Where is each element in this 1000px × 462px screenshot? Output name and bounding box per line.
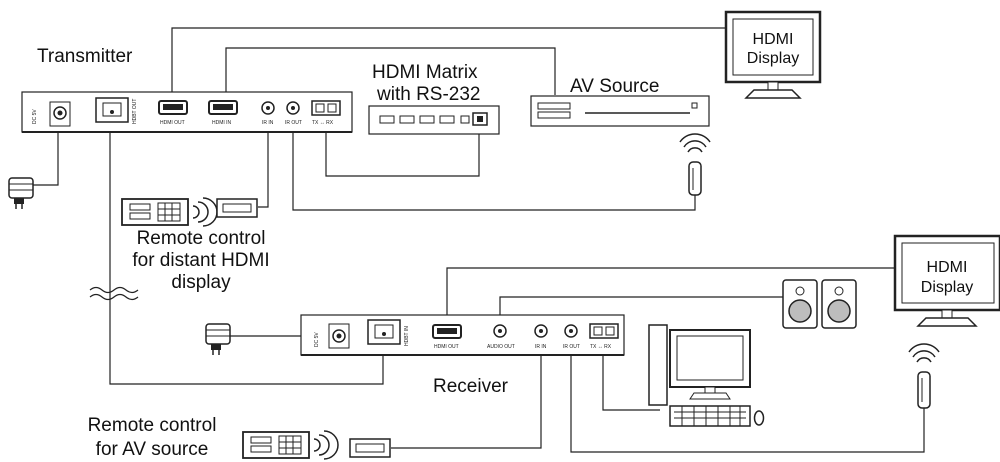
remote-distant-label-line3: display xyxy=(171,272,231,293)
cable-tx-rs232-to-matrix xyxy=(325,116,480,177)
av-source-label: AV Source xyxy=(570,76,659,97)
cable-tx-hdmi-in-to-av-source xyxy=(225,47,556,102)
cable-tx-hdmi-out-to-display xyxy=(171,27,726,102)
display-top-label-line1: HDMI xyxy=(753,31,794,48)
ir-receiver-tx xyxy=(216,198,258,218)
receiver-unit: DC 5V HDBT IN HDMI OUT AUDIO OUT IR IN I… xyxy=(300,314,625,356)
rx-dc-port-label: DC 5V xyxy=(314,332,320,347)
matrix-label-line1: HDMI Matrix xyxy=(372,62,478,83)
cable-tx-ir-in xyxy=(258,116,269,208)
tx-hdmi-out-label: HDMI OUT xyxy=(160,120,185,126)
tx-hdbt-port-label: HDBT OUT xyxy=(132,99,138,124)
remote-av-label-line1: Remote control xyxy=(88,415,217,436)
cables xyxy=(33,27,925,453)
matrix-label-line2: with RS-232 xyxy=(376,84,481,105)
receiver-label: Receiver xyxy=(433,376,509,397)
ir-emitter-top xyxy=(679,133,711,196)
rx-audio-out-label: AUDIO OUT xyxy=(487,344,515,350)
tx-power-adapter xyxy=(8,177,34,209)
cable-rx-ir-in xyxy=(391,336,542,449)
rx-ir-in-label: IR IN xyxy=(535,344,547,350)
cable-rx-hdmi-out-to-display xyxy=(446,267,895,325)
tx-hdmi-in-label: HDMI IN xyxy=(212,120,232,126)
display-right-label-line2: Display xyxy=(921,279,973,296)
rx-rs232-label: TX ↔ RX xyxy=(590,344,612,350)
cable-rx-rs232-to-pc xyxy=(602,336,660,411)
av-source-device xyxy=(530,95,710,127)
rx-ir-out-label: IR OUT xyxy=(563,344,580,350)
rx-hdmi-out-label: HDMI OUT xyxy=(434,344,459,350)
remote-control-av xyxy=(242,430,339,460)
remote-distant-label-line2: for distant HDMI xyxy=(132,250,269,271)
tx-rs232-label: TX ↔ RX xyxy=(312,120,334,126)
speakers xyxy=(782,279,857,329)
cable-tx-power xyxy=(33,130,59,186)
tx-ir-in-label: IR IN xyxy=(262,120,274,126)
computer xyxy=(648,324,765,427)
display-top-label-line2: Display xyxy=(747,50,799,67)
cable-hdbaset-link xyxy=(109,112,384,385)
hdmi-display-right: HDMI Display xyxy=(893,234,1000,327)
tx-ir-out-label: IR OUT xyxy=(285,120,302,126)
transmitter-label: Transmitter xyxy=(37,46,133,67)
tx-dc-port-label: DC 5V xyxy=(32,109,38,124)
cable-tx-ir-out xyxy=(292,116,696,211)
ir-emitter-bottom xyxy=(908,343,940,409)
cable-rx-ir-out xyxy=(570,336,925,453)
remote-distant-label-line1: Remote control xyxy=(137,228,266,249)
remote-av-label-line2: for AV source xyxy=(96,439,209,460)
hdmi-matrix-device xyxy=(368,105,500,135)
hdmi-display-top: HDMI Display xyxy=(724,10,822,99)
display-right-label-line1: HDMI xyxy=(927,259,968,276)
ir-receiver-rx xyxy=(349,438,391,458)
remote-control-distant xyxy=(121,197,218,227)
rx-hdbt-port-label: HDBT IN xyxy=(404,326,410,346)
cable-break-symbol xyxy=(89,286,139,301)
rx-power-adapter xyxy=(205,323,231,355)
transmitter-unit: DC 5V HDBT OUT HDMI OUT HDMI IN IR IN IR… xyxy=(21,91,353,133)
